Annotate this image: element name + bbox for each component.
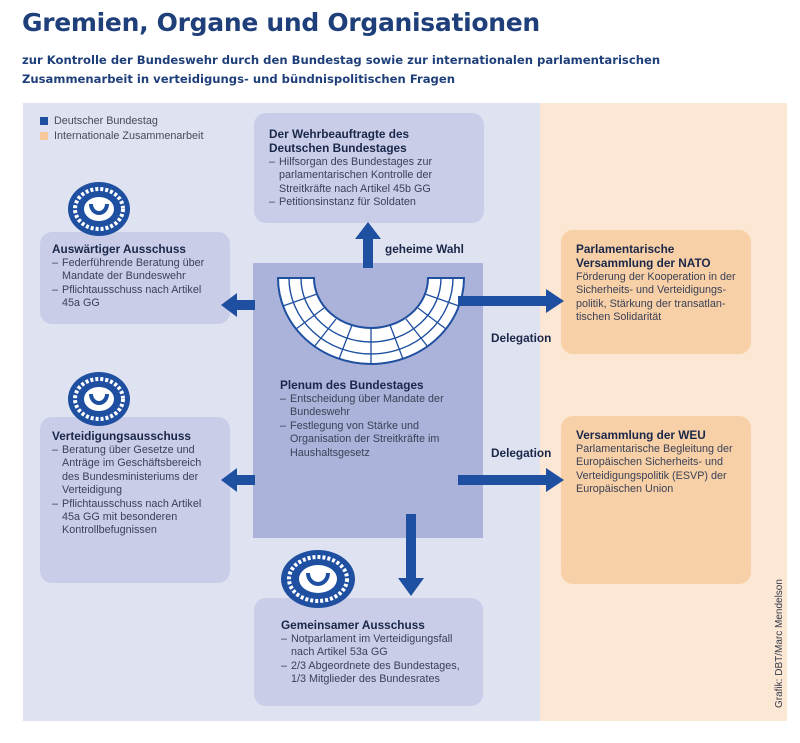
wehrbeauftragte-list: Hilfsorgan des Bundestages zur parlament…: [269, 156, 472, 210]
page-title: Gremien, Organe und Organisationen: [22, 8, 540, 37]
legend-swatch-international: [40, 131, 48, 140]
plenum-item: Festlegung von Stärke und Organisation d…: [280, 420, 471, 460]
gemeinsamer-ausschuss-box: Gemeinsamer Ausschuss Notparlament im Ve…: [254, 598, 483, 706]
delegation-weu-label: Delegation: [491, 446, 552, 460]
committee-hall-icon: [68, 372, 130, 426]
gemeinsamer-ausschuss-item: Notparlament im Verteidigungsfall nach A…: [281, 633, 473, 660]
weu-versammlung-text: Parlamentarische Begleitung der Europäis…: [576, 443, 733, 496]
verteidigungsausschuss-box: Verteidigungsausschuss Beratung über Ges…: [40, 417, 230, 583]
legend-item-bundestag: Deutscher Bundestag: [40, 113, 203, 128]
plenum-item: Entscheidung über Mandate der Bundeswehr: [280, 393, 471, 420]
nato-versammlung-text: Förderung der Kooperation in der Sicherh…: [576, 271, 736, 324]
verteidigungsausschuss-item: Beratung über Gesetze und Anträge im Ges…: [52, 444, 220, 498]
wehrbeauftragte-title: Der Wehrbeauftragte des Deutschen Bundes…: [269, 127, 410, 155]
committee-hall-icon: [281, 550, 355, 608]
gemeinsamer-ausschuss-item: 2/3 Abgeordnete des Bundestages, 1/3 Mit…: [281, 660, 473, 687]
plenum-title: Plenum des Bundestages: [280, 378, 424, 392]
verteidigungsausschuss-title: Verteidigungsausschuss: [52, 429, 191, 443]
arrow-left-icon: [221, 468, 255, 492]
legend: Deutscher Bundestag Internationale Zusam…: [40, 113, 203, 143]
graphic-credit: Grafik: DBT/Marc Mendelson: [774, 579, 785, 708]
weu-versammlung-title: Versammlung der WEU: [576, 428, 706, 442]
geheime-wahl-label: geheime Wahl: [385, 242, 464, 256]
arrow-right-icon: [458, 289, 564, 313]
auswaertiger-ausschuss-item: Pflichtausschuss nach Artikel 45a GG: [52, 284, 220, 311]
plenum-list: Entscheidung über Mandate der Bundeswehr…: [280, 393, 471, 460]
delegation-nato-label: Delegation: [491, 331, 552, 345]
auswaertiger-ausschuss-box: Auswärtiger Ausschuss Federführende Bera…: [40, 232, 230, 324]
verteidigungsausschuss-item: Pflichtausschuss nach Artikel 45a GG mit…: [52, 498, 220, 538]
auswaertiger-ausschuss-list: Federführende Beratung über Mandate der …: [52, 257, 220, 311]
weu-versammlung-box: Versammlung der WEU Parlamentarische Beg…: [561, 416, 751, 584]
arrow-up-icon: [355, 222, 381, 268]
verteidigungsausschuss-list: Beratung über Gesetze und Anträge im Ges…: [52, 444, 220, 538]
auswaertiger-ausschuss-title: Auswärtiger Ausschuss: [52, 242, 186, 256]
wehrbeauftragte-box: Der Wehrbeauftragte des Deutschen Bundes…: [254, 113, 484, 223]
legend-swatch-bundestag: [40, 116, 48, 125]
international-panel: [540, 103, 787, 721]
arrow-right-icon: [458, 468, 564, 492]
legend-label-bundestag: Deutscher Bundestag: [54, 114, 158, 127]
plenary-hall-icon: [276, 277, 466, 365]
legend-label-international: Internationale Zusammenarbeit: [54, 129, 204, 142]
auswaertiger-ausschuss-item: Federführende Beratung über Mandate der …: [52, 257, 220, 284]
legend-item-international: Internationale Zusammenarbeit: [40, 128, 203, 143]
nato-versammlung-title: Parlamentarische Versammlung der NATO: [576, 242, 711, 270]
page-subtitle: zur Kontrolle der Bundeswehr durch den B…: [22, 53, 661, 86]
arrow-down-icon: [398, 514, 424, 596]
wehrbeauftragte-item: Petitionsinstanz für Soldaten: [269, 196, 472, 210]
committee-hall-icon: [68, 182, 130, 236]
gemeinsamer-ausschuss-title: Gemeinsamer Ausschuss: [281, 618, 425, 632]
nato-versammlung-box: Parlamentarische Versammlung der NATO Fö…: [561, 230, 751, 354]
wehrbeauftragte-item: Hilfsorgan des Bundestages zur parlament…: [269, 156, 472, 196]
gemeinsamer-ausschuss-list: Notparlament im Verteidigungsfall nach A…: [281, 633, 473, 687]
arrow-left-icon: [221, 293, 255, 317]
